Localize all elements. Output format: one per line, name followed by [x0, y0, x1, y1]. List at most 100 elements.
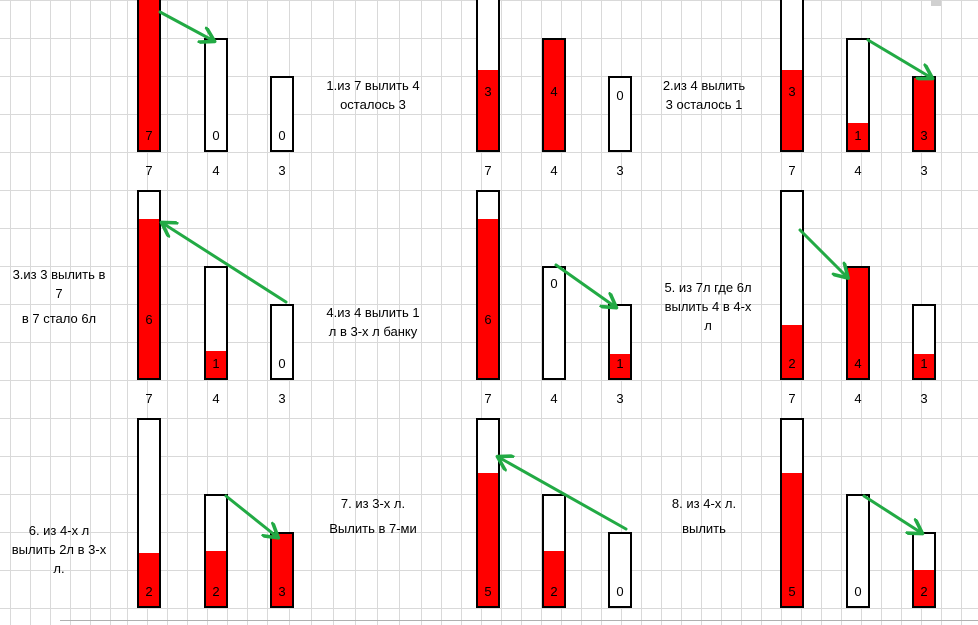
- capacity-label-seven: 7: [145, 391, 153, 406]
- jar-volume-label: 6: [145, 312, 153, 327]
- capacity-label-four: 4: [550, 391, 558, 406]
- jar-seven-litre-step-5: 6: [476, 190, 500, 380]
- pour-arrow-step-8: [500, 458, 628, 531]
- jar-volume-label: 2: [788, 356, 796, 371]
- jar-four-litre-step-3: 1: [846, 38, 870, 152]
- jar-volume-label: 2: [145, 584, 153, 599]
- grid-column-line: [641, 0, 642, 625]
- water-fill: [139, 218, 159, 378]
- step-note-5: 5. из 7л где 6л вылить 4 в 4-х л: [648, 278, 768, 335]
- jar-volume-label: 1: [212, 356, 220, 371]
- step-note-2-line-1: 2.из 4 вылить: [662, 78, 746, 93]
- pour-arrow-step-3: [866, 38, 930, 77]
- jar-seven-litre-step-6: 2: [780, 190, 804, 380]
- water-fill: [914, 78, 934, 150]
- jar-volume-label: 0: [616, 88, 624, 103]
- grid-row-line: [0, 152, 978, 153]
- pour-arrow-step-4: [164, 224, 288, 304]
- grid-column-line: [333, 0, 334, 625]
- step-note-5-line-2: вылить 4 в 4-х: [664, 299, 752, 314]
- jar-four-litre-step-1: 0: [204, 38, 228, 152]
- grid-row-line: [0, 608, 978, 609]
- capacity-label-four: 4: [550, 163, 558, 178]
- jar-three-litre-step-4: 0: [270, 304, 294, 380]
- jar-four-litre-step-5: 0: [542, 266, 566, 380]
- capacity-label-three: 3: [278, 391, 286, 406]
- jar-four-litre-step-2: 4: [542, 38, 566, 152]
- step-note-4-line-1: 4.из 4 вылить 1: [326, 305, 420, 320]
- jar-volume-label: 0: [212, 128, 220, 143]
- sheet-bottom-border: [60, 620, 978, 621]
- water-fill: [610, 354, 630, 378]
- grid-column-line: [661, 0, 662, 625]
- water-fill: [206, 350, 226, 378]
- grid-column-line: [721, 0, 722, 625]
- jar-three-litre-step-6: 1: [912, 304, 936, 380]
- jar-seven-litre-step-1: 7: [137, 0, 161, 152]
- step-note-1-line-1: 1.из 7 вылить 4: [326, 78, 420, 93]
- jar-volume-label: 2: [212, 584, 220, 599]
- capacity-label-seven: 7: [788, 163, 796, 178]
- jar-three-litre-step-9: 2: [912, 532, 936, 608]
- jar-volume-label: 1: [920, 356, 928, 371]
- jar-three-litre-step-3: 3: [912, 76, 936, 152]
- grid-column-line: [841, 0, 842, 625]
- grid-column-line: [167, 0, 168, 625]
- jar-seven-litre-step-2: 3: [476, 0, 500, 152]
- grid-column-line: [761, 0, 762, 625]
- water-fill: [848, 268, 868, 378]
- jar-seven-litre-step-7: 2: [137, 418, 161, 608]
- jar-volume-label: 2: [550, 584, 558, 599]
- jar-volume-label: 5: [788, 584, 796, 599]
- step-note-4-line-2: л в 3-х л банку: [328, 324, 418, 339]
- step-note-6: 6. из 4-х л вылить 2л в 3-х л.: [0, 521, 118, 578]
- pour-arrow-step-6: [798, 228, 846, 276]
- jar-three-litre-step-5: 1: [608, 304, 632, 380]
- grid-column-line: [441, 0, 442, 625]
- step-note-5-line-1: 5. из 7л где 6л: [664, 280, 752, 295]
- grid-column-line: [247, 0, 248, 625]
- jar-seven-litre-step-9: 5: [780, 418, 804, 608]
- capacity-label-seven: 7: [484, 391, 492, 406]
- grid-column-line: [901, 0, 902, 625]
- step-note-3-line-3: в 7 стало 6л: [21, 311, 97, 326]
- capacity-label-seven: 7: [788, 391, 796, 406]
- grid-column-line: [541, 0, 542, 625]
- column-edge-marker: [931, 0, 941, 6]
- capacity-label-three: 3: [920, 391, 928, 406]
- grid-column-line: [70, 0, 71, 625]
- jar-seven-litre-step-8: 5: [476, 418, 500, 608]
- jar-four-litre-step-4: 1: [204, 266, 228, 380]
- step-note-7: 7. из 3-х л. Вылить в 7-ми: [313, 494, 433, 538]
- step-note-5-line-3: л: [704, 318, 712, 333]
- step-note-6-line-3: л.: [53, 561, 65, 576]
- jar-three-litre-step-7: 3: [270, 532, 294, 608]
- water-fill: [914, 570, 934, 606]
- water-fill: [139, 552, 159, 606]
- jar-volume-label: 0: [550, 276, 558, 291]
- step-note-6-line-1: 6. из 4-х л: [28, 523, 90, 538]
- jar-volume-label: 5: [484, 584, 492, 599]
- water-fill: [478, 218, 498, 378]
- capacity-label-three: 3: [616, 391, 624, 406]
- jar-four-litre-step-9: 0: [846, 494, 870, 608]
- water-fill: [782, 473, 802, 606]
- capacity-label-seven: 7: [145, 163, 153, 178]
- grid-column-line: [581, 0, 582, 625]
- grid-column-line: [90, 0, 91, 625]
- step-note-8-line-1: 8. из 4-х л.: [671, 496, 737, 511]
- grid-column-line: [50, 0, 51, 625]
- jar-volume-label: 2: [920, 584, 928, 599]
- grid-column-line: [267, 0, 268, 625]
- step-note-6-line-2: вылить 2л в 3-х: [11, 542, 107, 557]
- water-fill: [782, 70, 802, 150]
- grid-column-line: [501, 0, 502, 625]
- jar-volume-label: 7: [145, 128, 153, 143]
- jar-volume-label: 3: [920, 128, 928, 143]
- step-note-4: 4.из 4 вылить 1 л в 3-х л банку: [310, 303, 436, 341]
- grid-column-line: [741, 0, 742, 625]
- grid-column-line: [941, 0, 942, 625]
- capacity-label-three: 3: [278, 163, 286, 178]
- water-fill: [914, 354, 934, 378]
